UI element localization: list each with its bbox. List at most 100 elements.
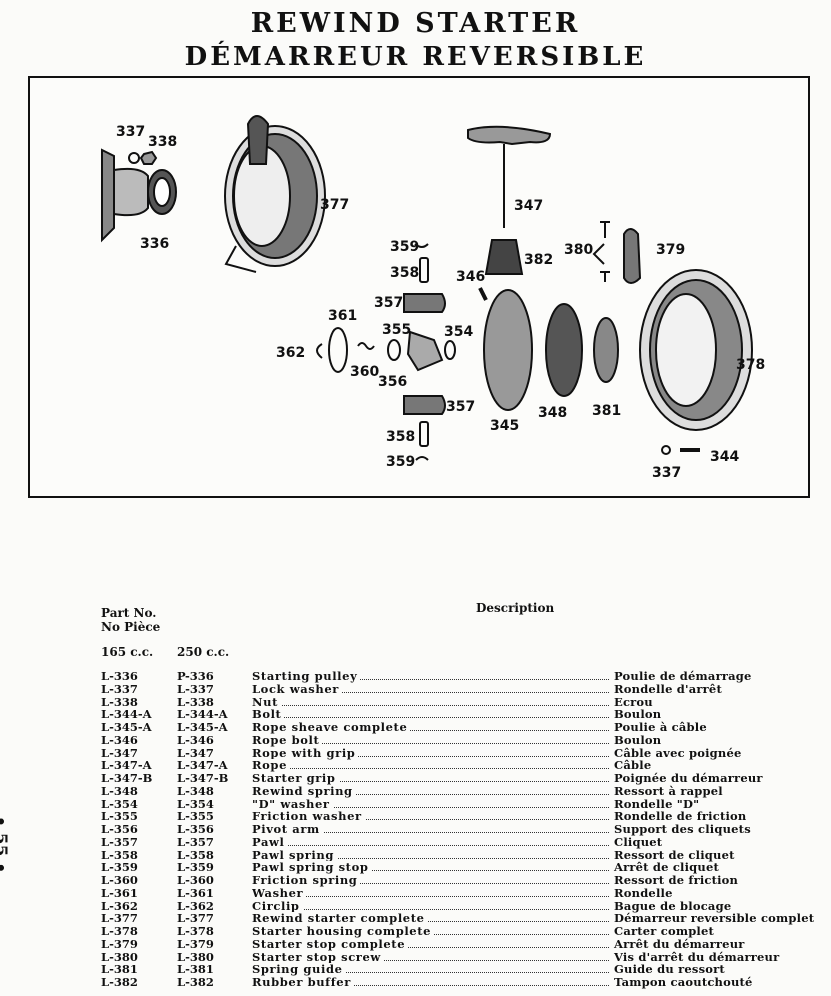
description-french: Câble — [614, 758, 652, 773]
callout-344: 344 — [710, 449, 739, 465]
description-french: Boulon — [614, 707, 662, 722]
description-english: Rope sheave complete — [252, 721, 609, 734]
pawl-spring-stop-bottom-drawing — [415, 456, 429, 461]
part-no-165: L-360 — [101, 873, 138, 887]
part-no-165: L-358 — [101, 847, 138, 862]
part-no-250: L-381 — [177, 962, 214, 977]
description-english: Bolt — [252, 708, 609, 722]
part-no-250: L-377 — [177, 911, 214, 926]
callout-348: 348 — [538, 405, 567, 421]
description-english: Spring guide — [252, 963, 609, 977]
description-english-text: Starting pulley — [252, 670, 361, 683]
callout-382: 382 — [524, 252, 553, 268]
part-no-165: L-355 — [101, 809, 138, 824]
lock-washer-drawing — [128, 152, 140, 164]
exploded-diagram-svg: 337 338 336 377 347 382 359 358 346 357 … — [101, 115, 765, 481]
part-no-165: L-356 — [101, 822, 138, 836]
rope-with-grip-drawing — [467, 125, 552, 228]
callout-359-top: 359 — [390, 239, 419, 255]
description-english: Starting pulley — [252, 670, 609, 683]
description-french: Démarreur reversible complet — [614, 911, 815, 926]
callout-345: 345 — [490, 418, 519, 434]
description-english-text: Rewind starter complete — [252, 912, 428, 926]
part-no-165: L-362 — [101, 898, 138, 913]
pawl-spring-stop-top-drawing — [414, 243, 429, 248]
description-english-text: Circlip — [252, 899, 303, 913]
description-english-text: Rewind spring — [252, 784, 356, 798]
title-french: DÉMARREUR REVERSIBLE — [184, 42, 647, 72]
callout-354: 354 — [444, 324, 473, 340]
part-no-165: L-357 — [101, 834, 138, 849]
title-english: REWIND STARTER — [250, 8, 581, 39]
part-no-165: L-347-A — [101, 758, 152, 773]
description-french: Poulie de démarrage — [614, 669, 752, 683]
description-english: Rope bolt — [252, 733, 609, 747]
description-english: Pawl spring stop — [252, 861, 609, 875]
part-no-250: L-360 — [177, 873, 214, 887]
description-french: Cliquet — [614, 834, 663, 849]
part-no-250: L-362 — [177, 898, 214, 913]
table-row: L-362 L-362 Circlip Bague de blocage — [101, 898, 821, 913]
starting-pulley-drawing — [101, 148, 177, 243]
description-english: Washer — [252, 886, 609, 900]
callout-336: 336 — [140, 236, 169, 252]
part-no-250: L-337 — [177, 681, 214, 696]
table-row: L-356 L-356 Pivot arm Support des cliquets — [101, 823, 821, 836]
description-english-text: Starter stop complete — [252, 937, 409, 951]
part-no-250: L-355 — [177, 809, 214, 824]
callout-356: 356 — [378, 374, 407, 390]
description-french: Rondelle "D" — [614, 796, 700, 811]
pawl-spring-top-drawing — [419, 257, 429, 283]
friction-washer-drawing — [387, 339, 401, 361]
description-english-text: Starter stop screw — [252, 950, 384, 964]
part-no-250: L-345-A — [177, 720, 228, 734]
description-english: Starter stop complete — [252, 937, 609, 951]
part-no-250: L-380 — [177, 949, 214, 964]
description-english: Nut — [252, 695, 609, 709]
part-no-250: L-379 — [177, 936, 214, 951]
callout-355: 355 — [382, 322, 411, 338]
callout-380: 380 — [564, 242, 593, 258]
pawl-spring-bottom-drawing — [419, 421, 429, 447]
part-no-250: L-347-B — [177, 771, 229, 785]
page-number: • 55 • — [0, 816, 10, 873]
exploded-diagram: 337 338 336 377 347 382 359 358 346 357 … — [28, 76, 810, 498]
rewind-spring-drawing — [545, 303, 583, 397]
description-english-text: Lock washer — [252, 682, 342, 696]
description-english: Pivot arm — [252, 823, 609, 836]
part-no-165: L-361 — [101, 885, 138, 900]
nut-drawing — [139, 150, 158, 165]
pawl-bottom-drawing — [403, 395, 446, 415]
description-french: Bague de blocage — [614, 898, 732, 913]
callout-377: 377 — [320, 197, 349, 213]
description-french: Rondelle de friction — [614, 809, 747, 824]
description-french: Vis d'arrêt du démarreur — [614, 949, 780, 964]
description-french: Boulon — [614, 732, 662, 747]
description-english-text: Rope — [252, 759, 290, 773]
part-no-250: L-378 — [177, 924, 214, 938]
description-english-text: Rope bolt — [252, 733, 323, 747]
part-no-250: L-347-A — [177, 758, 228, 773]
description-french: Support des cliquets — [614, 822, 751, 836]
description-french: Ecrou — [614, 694, 653, 709]
col-250-label: 250 c.c. — [177, 645, 230, 659]
description-english-text: Starter grip — [252, 772, 339, 785]
description-english-text: Washer — [252, 886, 307, 900]
description-english-text: Starter housing complete — [252, 925, 435, 938]
description-english: Rope — [252, 759, 609, 773]
rubber-buffer-drawing — [484, 239, 524, 275]
part-no-250: L-356 — [177, 822, 214, 836]
description-english: "D" washer — [252, 797, 609, 811]
part-no-165: L-382 — [101, 975, 138, 989]
part-no-250: L-357 — [177, 834, 214, 849]
